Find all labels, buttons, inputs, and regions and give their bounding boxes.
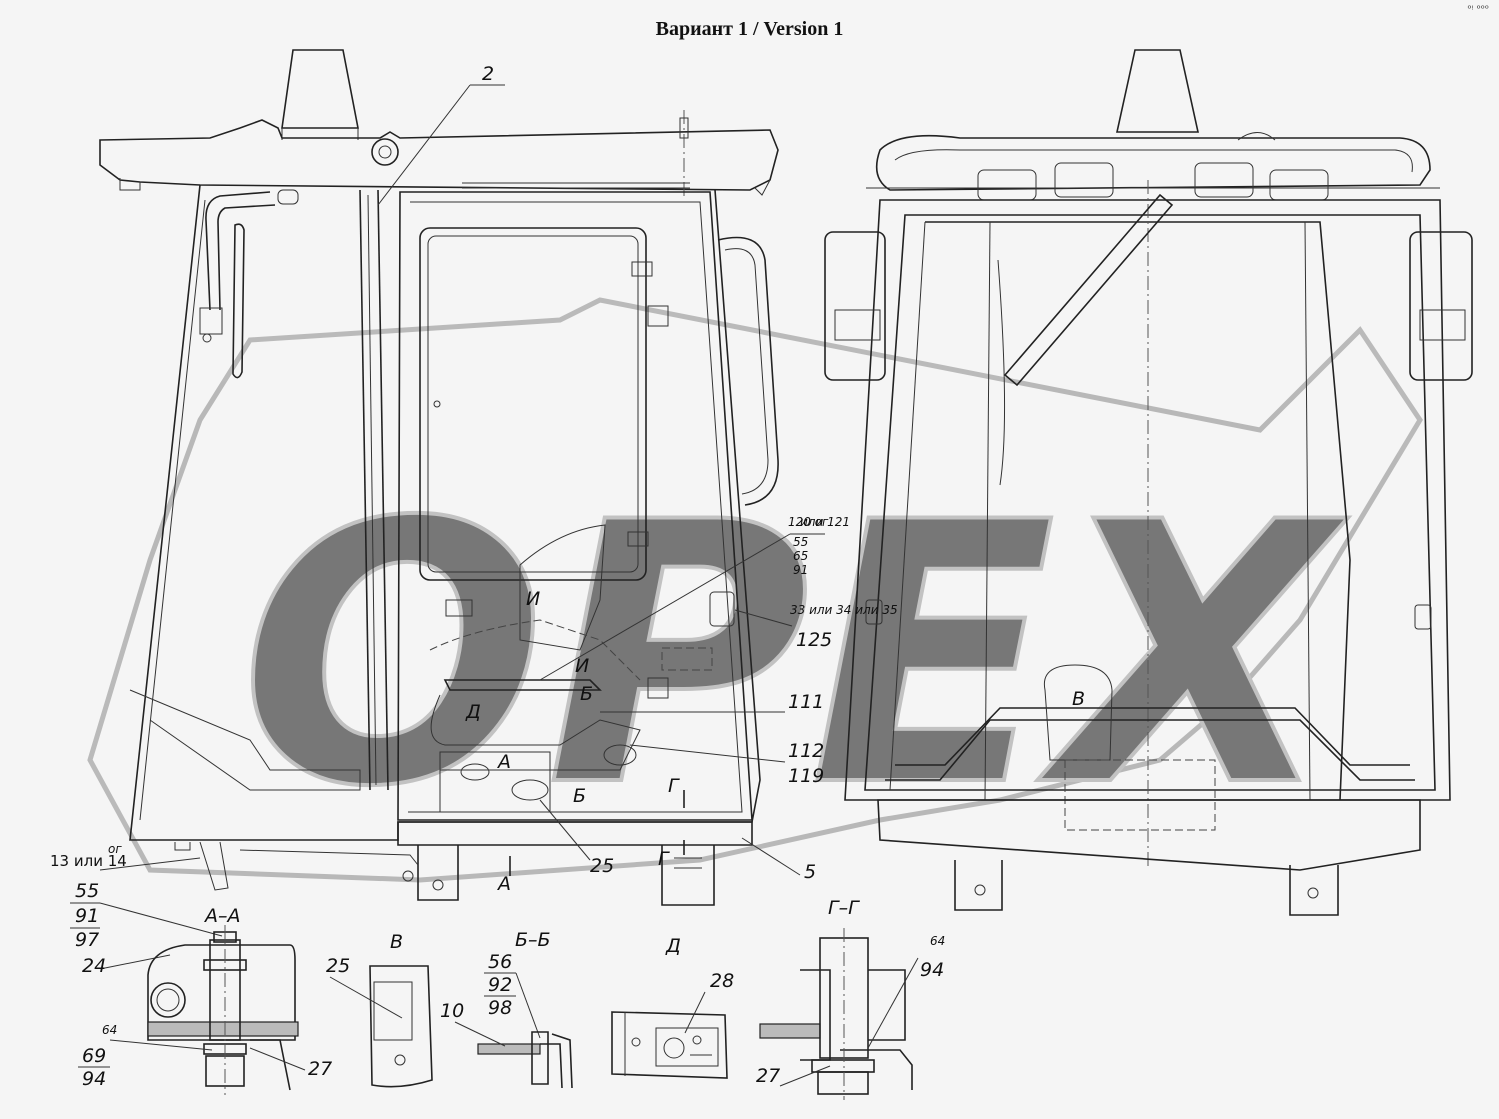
label-2: 2 bbox=[482, 63, 494, 85]
bb-item-98: 98 bbox=[488, 997, 512, 1019]
label-13-og: ог bbox=[108, 842, 122, 856]
detail-d: Д 28 bbox=[611, 935, 734, 1079]
cut-a-mark: А bbox=[496, 751, 511, 773]
label-5: 5 bbox=[804, 861, 816, 883]
d-item-28: 28 bbox=[710, 970, 734, 992]
detail-bb-title: Б–Б bbox=[515, 929, 551, 951]
watermark-logo: OPEX bbox=[87, 297, 1423, 883]
gg-item-64: 64 bbox=[930, 934, 945, 948]
mark-i-2: И bbox=[575, 655, 589, 677]
label-119: 119 bbox=[788, 765, 824, 787]
aa-item-55: 55 bbox=[75, 880, 99, 902]
aa-item-69: 69 bbox=[82, 1045, 106, 1067]
aa-item-64: 64 bbox=[102, 1023, 117, 1037]
label-125: 125 bbox=[796, 629, 832, 651]
callouts: 2 120 ог или 121 55 65 91 33 или 34 или … bbox=[50, 63, 1085, 895]
detail-b-b: Б–Б 56 92 98 10 bbox=[440, 929, 573, 1089]
watermark-text: OPEX bbox=[240, 446, 1348, 865]
label-65: 65 bbox=[793, 549, 808, 563]
drawing-title: Вариант 1 / Version 1 bbox=[655, 18, 844, 40]
detail-g-g: Г–Г 64 94 27 bbox=[756, 897, 945, 1100]
cab-side-view bbox=[99, 49, 779, 906]
aa-item-24: 24 bbox=[82, 955, 106, 977]
cut-b-mark-2: Б bbox=[573, 785, 586, 807]
detail-v-title: В bbox=[390, 931, 403, 953]
cab-front-view bbox=[824, 49, 1473, 916]
label-13-14: 13 или 14 bbox=[50, 852, 127, 870]
detail-v: В 25 bbox=[326, 931, 433, 1088]
label-25: 25 bbox=[590, 855, 614, 877]
bb-item-56: 56 bbox=[488, 951, 512, 973]
mark-i-1: И bbox=[526, 588, 540, 610]
label-111: 111 bbox=[788, 691, 824, 713]
bb-item-92: 92 bbox=[488, 974, 512, 996]
label-33-group: 33 или 34 или 35 bbox=[790, 603, 898, 617]
detail-gg-title: Г–Г bbox=[828, 897, 860, 919]
view-d-mark: Д bbox=[465, 701, 481, 723]
label-55a: 55 bbox=[793, 535, 808, 549]
gg-item-27: 27 bbox=[756, 1065, 780, 1087]
cut-g-mark: Г bbox=[668, 775, 680, 797]
cut-g-mark-2: Г bbox=[658, 848, 670, 870]
aa-item-27: 27 bbox=[308, 1058, 332, 1080]
label-121: или 121 bbox=[800, 515, 850, 529]
label-112: 112 bbox=[788, 740, 824, 762]
cut-a-mark-2: А bbox=[496, 873, 511, 895]
detail-d-title: Д bbox=[665, 935, 681, 957]
view-v-mark: В bbox=[1072, 688, 1085, 710]
detail-aa-title: А–А bbox=[203, 905, 241, 927]
corner-mark: ᵒᵎ ᵒᵒᵒ bbox=[1467, 4, 1489, 15]
label-91a: 91 bbox=[793, 563, 808, 577]
aa-item-97: 97 bbox=[75, 929, 99, 951]
gg-item-94: 94 bbox=[920, 959, 944, 981]
detail-a-a: А–А 55 91 97 24 64 69 94 27 bbox=[70, 880, 332, 1095]
v-item-25: 25 bbox=[326, 955, 350, 977]
cut-b-mark: Б bbox=[580, 683, 593, 705]
aa-item-94: 94 bbox=[82, 1068, 106, 1090]
bb-item-10: 10 bbox=[440, 1000, 464, 1022]
aa-item-91: 91 bbox=[75, 905, 99, 927]
label-120: 120 ог bbox=[788, 515, 829, 529]
